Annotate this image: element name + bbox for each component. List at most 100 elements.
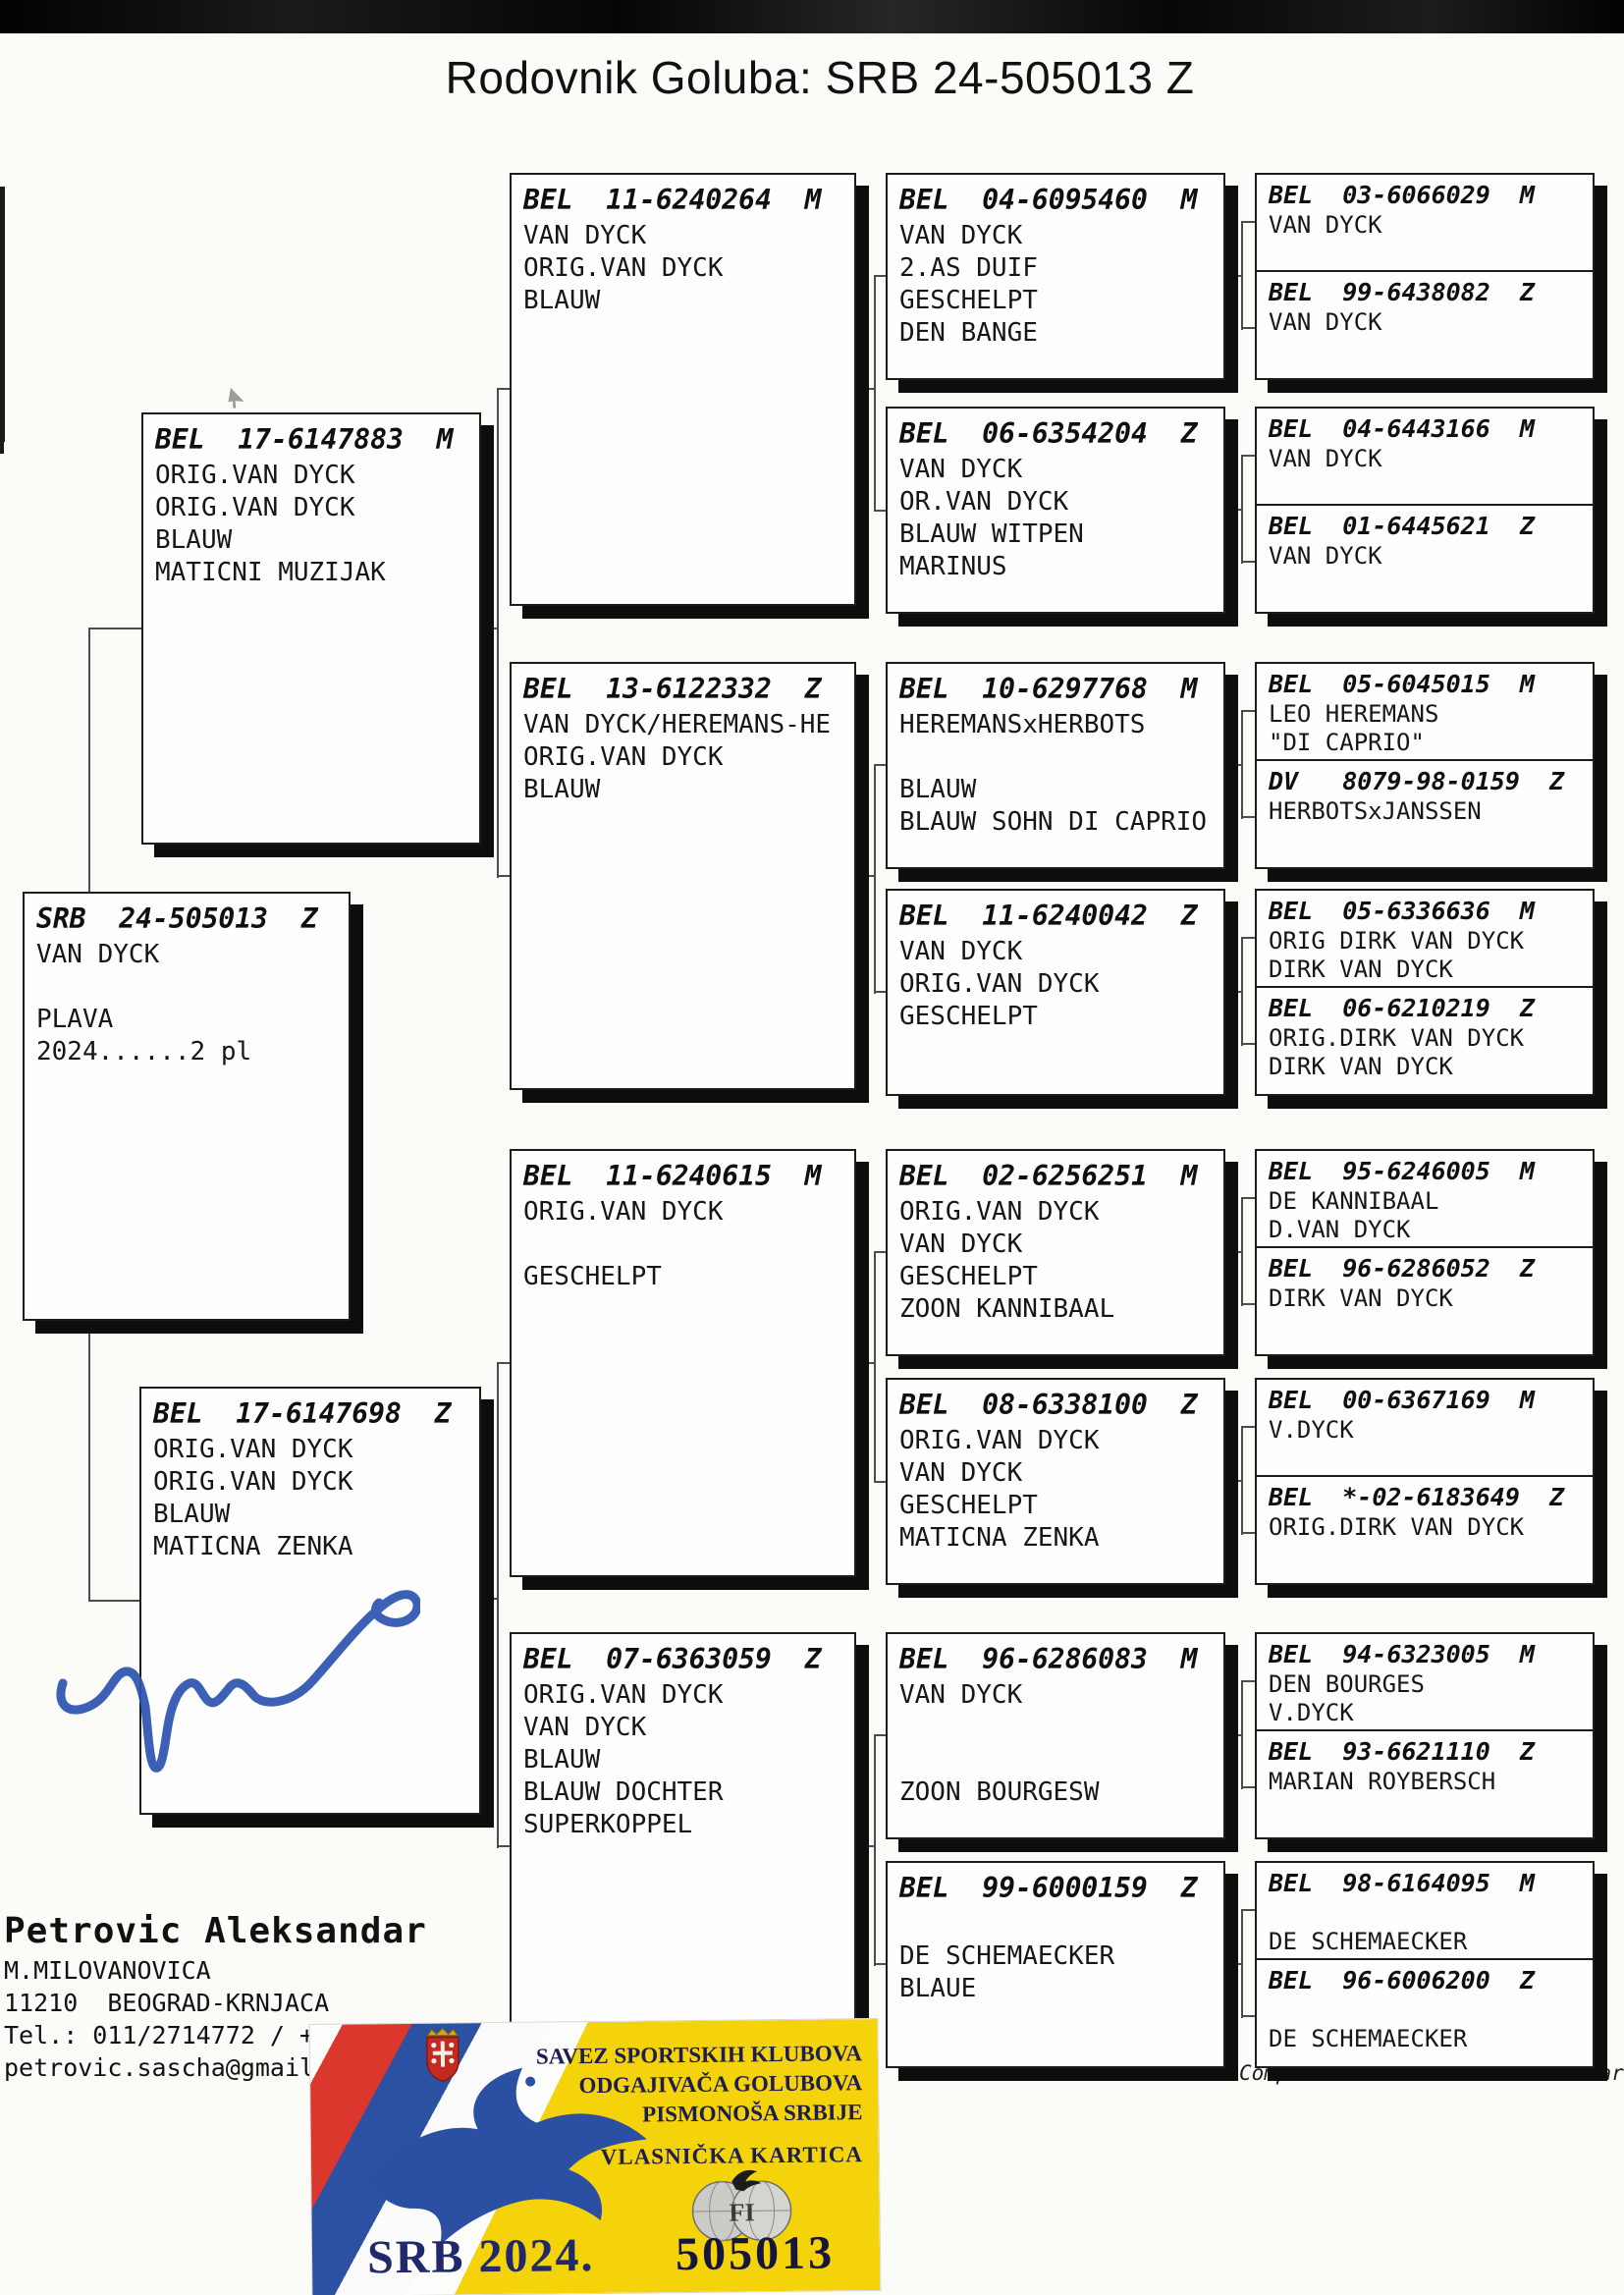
connector-line bbox=[497, 388, 512, 390]
pedigree-line bbox=[1269, 1996, 1581, 2025]
pedigree-line: ORIG.VAN DYCK bbox=[155, 461, 355, 490]
ring-number: BEL 96-6286052 Z bbox=[1269, 1254, 1535, 1284]
pedigree-line: GESCHELPT bbox=[523, 1262, 662, 1291]
ring-number: BEL 93-6621110 Z bbox=[1269, 1737, 1535, 1767]
connector-line bbox=[874, 276, 876, 512]
pedigree-line: GESCHELPT bbox=[899, 1262, 1038, 1291]
connector-line bbox=[1241, 221, 1257, 223]
connector-line bbox=[1241, 455, 1257, 457]
scan-edge-band bbox=[0, 0, 1624, 33]
pedigree-line: VAN DYCK bbox=[899, 1680, 1023, 1710]
ring-number: BEL *-02-6183649 Z bbox=[1269, 1483, 1565, 1512]
pedigree-line bbox=[899, 1908, 1212, 1940]
pedigree-line: VAN DYCK bbox=[36, 940, 160, 969]
pedigree-line: ORIG.VAN DYCK bbox=[523, 742, 724, 772]
coat-of-arms-icon bbox=[425, 2027, 460, 2083]
connector-line bbox=[1241, 1197, 1257, 1199]
connector-line bbox=[874, 1963, 888, 1965]
connector-line bbox=[1241, 1426, 1257, 1428]
pedigree-line: VAN DYCK bbox=[899, 937, 1023, 966]
pedigree-line: VAN DYCK/HEREMANS-HE bbox=[523, 710, 832, 739]
pedigree-line: SUPERKOPPEL bbox=[523, 1810, 693, 1839]
pedigree-line: ORIG.VAN DYCK bbox=[523, 253, 724, 283]
cursor-artifact bbox=[227, 388, 245, 410]
ring-number: BEL 94-6323005 M bbox=[1269, 1640, 1535, 1668]
pedigree-line: DE SCHEMAECKER bbox=[1269, 2025, 1468, 2053]
pedigree-line bbox=[36, 971, 337, 1004]
pedigree-line: ORIG.VAN DYCK bbox=[153, 1467, 353, 1497]
owner-card: SAVEZ SPORTSKIH KLUBOVA ODGAJIVAČA GOLUB… bbox=[308, 2017, 882, 2295]
ring-number: BEL 03-6066029 M bbox=[1269, 181, 1535, 209]
ring-number: BEL 17-6147883 M bbox=[155, 423, 454, 456]
pedigree-line bbox=[523, 1229, 842, 1261]
connector-line bbox=[1227, 764, 1243, 766]
breeder-street: M.MILOVANOVICA bbox=[4, 1956, 211, 1985]
pedigree-line: DEN BOURGES bbox=[1269, 1670, 1425, 1698]
ring-number: BEL 05-6336636 M bbox=[1269, 897, 1535, 925]
pedigree-line: VAN DYCK bbox=[899, 1229, 1023, 1259]
connector-line bbox=[1241, 327, 1257, 329]
ring-number: BEL 04-6443166 M bbox=[1269, 414, 1535, 443]
connector-line bbox=[874, 510, 888, 512]
ring-number: BEL 95-6246005 M bbox=[1269, 1157, 1535, 1185]
pedigree-line: ORIG.DIRK VAN DYCK bbox=[1269, 1024, 1525, 1053]
pedigree-line: V.DYCK bbox=[1269, 1699, 1354, 1726]
pedigree-line: "DI CAPRIO" bbox=[1269, 729, 1425, 756]
pedigree-line: ORIG.VAN DYCK bbox=[899, 1197, 1100, 1227]
pedigree-line: ZOON BOURGESW bbox=[899, 1777, 1100, 1807]
pedigree-line: ZOON KANNIBAAL bbox=[899, 1294, 1115, 1324]
ring-number: BEL 11-6240042 Z bbox=[899, 900, 1198, 932]
connector-line bbox=[1241, 1043, 1257, 1045]
connector-line bbox=[1227, 1963, 1243, 1965]
pedigree-line: BLAUE bbox=[899, 1974, 977, 2003]
pedigree-line: MATICNA ZENKA bbox=[153, 1532, 353, 1561]
pedigree-line: V.DYCK bbox=[1269, 1416, 1354, 1444]
pedigree-line: VAN DYCK bbox=[899, 455, 1023, 484]
pedigree-line: DE KANNIBAAL bbox=[1269, 1187, 1439, 1215]
pedigree-line: PLAVA bbox=[36, 1005, 114, 1034]
connector-line bbox=[1227, 275, 1243, 277]
pedigree-line: ORIG.VAN DYCK bbox=[523, 1680, 724, 1710]
ring-number: BEL 17-6147698 Z bbox=[153, 1397, 452, 1430]
pedigree-line: ORIG.VAN DYCK bbox=[899, 1426, 1100, 1455]
page-title: Rodovnik Goluba: SRB 24-505013 Z bbox=[445, 52, 1195, 103]
ring-number: BEL 99-6000159 Z bbox=[899, 1872, 1198, 1904]
ring-number: BEL 07-6363059 Z bbox=[523, 1643, 822, 1675]
pedigree-line: VAN DYCK bbox=[1269, 211, 1382, 239]
pedigree-line: BLAUW bbox=[899, 775, 977, 804]
ring-number: BEL 11-6240264 M bbox=[523, 184, 822, 216]
card-serial-number: 505013 bbox=[675, 2226, 836, 2281]
fci-letters: FI bbox=[729, 2198, 754, 2226]
connector-line bbox=[1241, 1532, 1257, 1534]
pedigree-line: VAN DYCK bbox=[1269, 308, 1382, 337]
pedigree-line: BLAUW bbox=[155, 525, 233, 555]
connector-line bbox=[874, 764, 888, 766]
breeder-name: Petrovic Aleksandar bbox=[4, 1911, 427, 1951]
pedigree-line: BLAUW bbox=[523, 1745, 601, 1775]
connector-line bbox=[1241, 1786, 1257, 1788]
pedigree-line bbox=[899, 1744, 1212, 1776]
ring-number: BEL 01-6445621 Z bbox=[1269, 512, 1535, 541]
ring-number: BEL 08-6338100 Z bbox=[899, 1389, 1198, 1421]
connector-line bbox=[1227, 991, 1243, 993]
connector-line bbox=[1241, 2015, 1257, 2017]
pedigree-line: BLAUW DOCHTER bbox=[523, 1777, 724, 1807]
connector-line bbox=[856, 388, 876, 390]
scan-edge-artifact bbox=[0, 187, 5, 442]
pedigree-line: BLAUW bbox=[153, 1500, 231, 1529]
